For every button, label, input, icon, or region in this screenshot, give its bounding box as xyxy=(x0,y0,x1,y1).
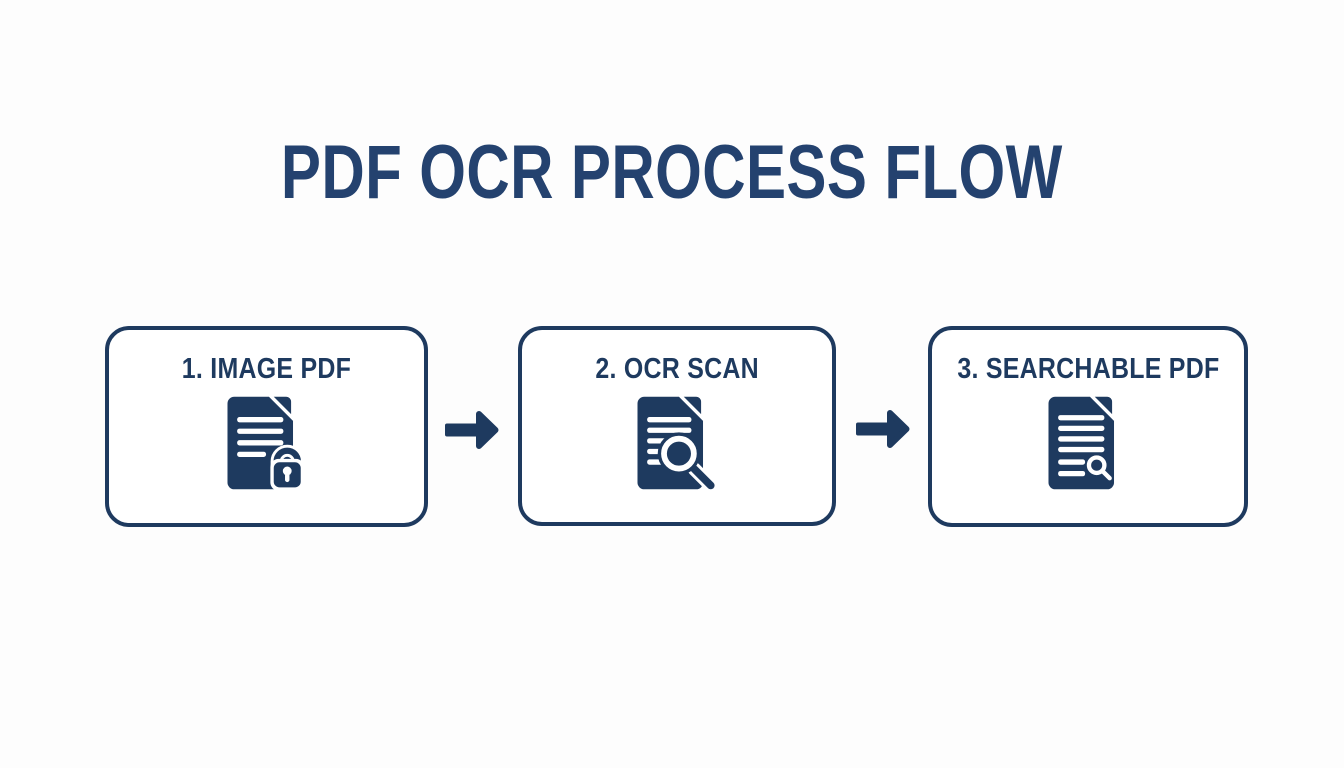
right-arrow-icon xyxy=(856,410,910,448)
page-title: PDF OCR PROCESS FLOW xyxy=(0,135,1344,211)
right-arrow-icon xyxy=(445,411,499,449)
page-title-text: PDF OCR PROCESS FLOW xyxy=(281,130,1063,215)
step-box-searchable-pdf: 3. SEARCHABLE PDF xyxy=(928,326,1248,527)
step-box-image-pdf: 1. IMAGE PDF xyxy=(105,326,428,527)
document-lock-icon xyxy=(226,397,304,492)
step-label: 1. IMAGE PDF xyxy=(168,353,365,386)
step-box-ocr-scan: 2. OCR SCAN xyxy=(518,326,836,526)
step-label: 3. SEARCHABLE PDF xyxy=(936,353,1241,386)
step-label: 2. OCR SCAN xyxy=(582,353,772,386)
step-label-text: 3. SEARCHABLE PDF xyxy=(956,353,1220,385)
step-label-text: 1. IMAGE PDF xyxy=(181,353,352,385)
document-search-icon xyxy=(1048,397,1115,490)
document-magnifier-icon xyxy=(637,397,718,493)
step-label-text: 2. OCR SCAN xyxy=(595,353,759,385)
